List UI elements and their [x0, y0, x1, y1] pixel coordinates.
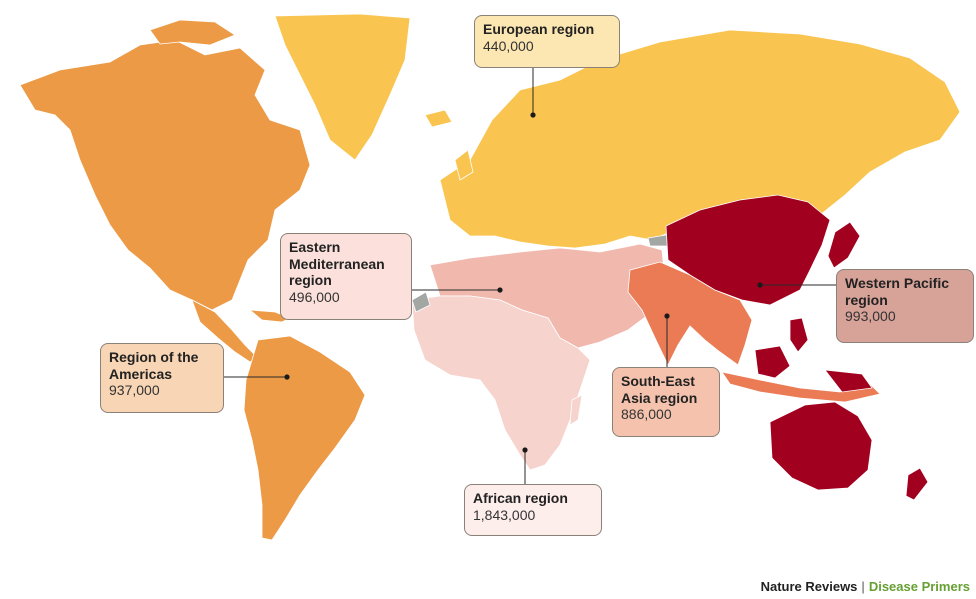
- callout-americas-value: 937,000: [109, 382, 160, 399]
- callout-african-name: African region: [473, 490, 568, 506]
- callout-south-east-asia-value: 886,000: [621, 406, 672, 423]
- greenland-shape: [274, 13, 411, 161]
- canada-islands-shape: [149, 19, 236, 46]
- leader-lines: [224, 68, 836, 484]
- china-shape: [665, 194, 831, 306]
- western-pacific-landmass: [665, 194, 929, 501]
- americas-landmass: [19, 19, 366, 541]
- new-zealand-shape: [905, 467, 929, 501]
- new-guinea-shape: [824, 369, 873, 393]
- callout-americas-name: Region of the Americas: [109, 349, 199, 382]
- series-name: Disease Primers: [868, 579, 970, 594]
- dot-african: [522, 447, 528, 453]
- south-america-shape: [243, 335, 366, 541]
- japan-shape: [827, 221, 861, 269]
- callout-western-pacific: Western Pacific region 993,000: [836, 269, 974, 343]
- callout-europe-name: European region: [483, 21, 595, 37]
- dot-americas: [284, 374, 290, 380]
- callout-western-pacific-name: Western Pacific region: [845, 275, 950, 308]
- north-america-shape: [19, 39, 311, 311]
- location-dots: [284, 112, 763, 453]
- callout-americas: Region of the Americas 937,000: [100, 343, 224, 413]
- callout-african: African region 1,843,000: [464, 484, 602, 536]
- eurasia-shape: [439, 29, 961, 249]
- australia-shape: [769, 401, 873, 491]
- callout-eastern-mediterranean-value: 496,000: [289, 288, 340, 305]
- madagascar-shape: [569, 394, 583, 426]
- european-landmass: [424, 29, 961, 249]
- callout-eastern-mediterranean: Eastern Mediterranean region 496,000: [280, 233, 412, 320]
- dot-eastern-mediterranean: [497, 287, 503, 293]
- western-sahara-shape: [411, 291, 431, 313]
- callout-western-pacific-value: 993,000: [845, 308, 896, 325]
- credit-separator: |: [861, 579, 865, 594]
- philippines-shape: [789, 317, 809, 353]
- callout-europe-value: 440,000: [483, 37, 534, 54]
- callout-south-east-asia: South-East Asia region 886,000: [612, 367, 720, 437]
- publisher-name: Nature Reviews: [760, 579, 858, 594]
- caribbean-islands-shape: [248, 309, 291, 323]
- indonesia-shape: [721, 371, 881, 403]
- publisher-credit: Nature Reviews|Disease Primers: [761, 579, 970, 594]
- borneo-shape: [754, 345, 791, 379]
- callout-south-east-asia-name: South-East Asia region: [621, 373, 698, 406]
- callout-europe: European region 440,000: [474, 15, 620, 68]
- uk-shape: [454, 149, 474, 181]
- dot-western-pacific: [757, 282, 763, 288]
- dot-south-east-asia: [664, 313, 670, 319]
- callout-african-value: 1,843,000: [473, 506, 536, 523]
- callout-eastern-mediterranean-name: Eastern Mediterranean region: [289, 239, 385, 289]
- dot-europe: [530, 112, 536, 118]
- african-landmass: [411, 295, 591, 471]
- iceland-shape: [424, 109, 453, 128]
